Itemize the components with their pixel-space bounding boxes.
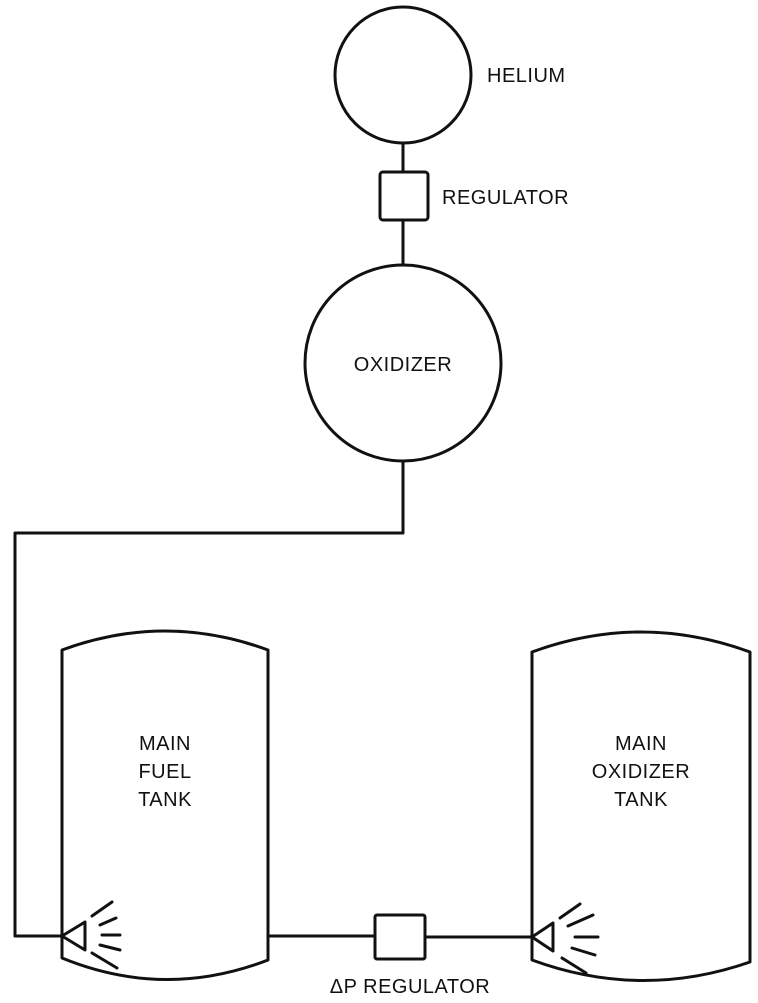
- oxidizer-feed-line: [13, 459, 405, 938]
- oxidizer-label: OXIDIZER: [354, 354, 452, 376]
- dp-regulator-box: [373, 913, 427, 961]
- oxidizer-tank-label-line1: MAIN: [615, 733, 667, 755]
- fuel-tank-label-line2: FUEL: [138, 761, 191, 783]
- dp-regulator-label: ΔP REGULATOR: [330, 976, 491, 998]
- fuel-tank-spray-injector-icon: [60, 900, 122, 970]
- helium-label: HELIUM: [487, 65, 566, 87]
- oxidizer-tank-label-line3: TANK: [614, 789, 668, 811]
- main-oxidizer-tank: [530, 630, 752, 982]
- oxidizer-tank-spray-injector-icon: [530, 902, 600, 975]
- fuel-tank-label-line1: MAIN: [139, 733, 191, 755]
- helium-sphere: [333, 5, 473, 145]
- regulator-box: [378, 170, 430, 222]
- oxidizer-tank-label-line2: OXIDIZER: [592, 761, 690, 783]
- regulator-label: REGULATOR: [442, 187, 569, 209]
- fuel-tank-label-line3: TANK: [138, 789, 192, 811]
- main-fuel-tank: [60, 629, 270, 981]
